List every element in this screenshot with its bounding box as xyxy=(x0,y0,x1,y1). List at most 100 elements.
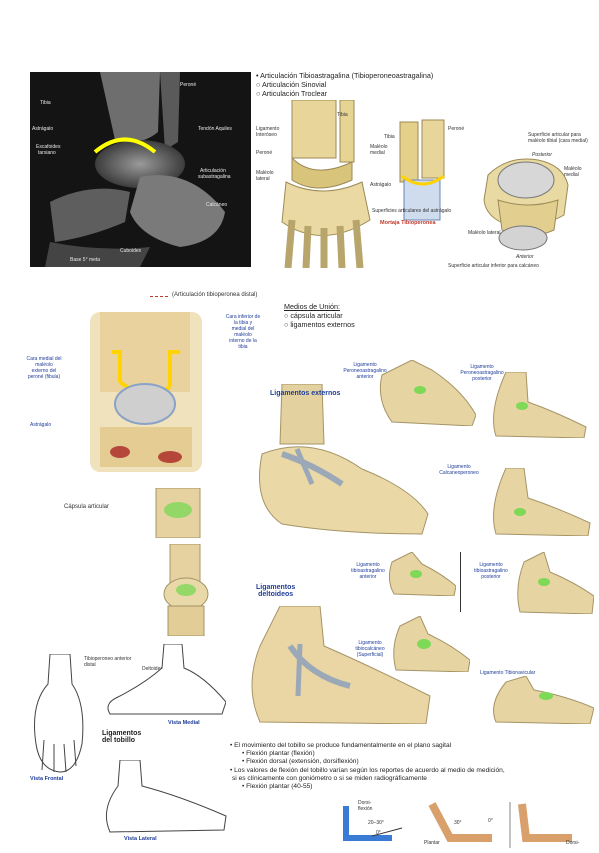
label-cara-medial-2: maléolo xyxy=(35,362,53,368)
vista-medial-illustration xyxy=(107,643,227,715)
mortaja-label-lig-1: Ligamento xyxy=(256,126,280,132)
foot-thumb-3 xyxy=(488,467,592,537)
label-astragalo: Astrágalo xyxy=(30,422,52,428)
vista-frontal-image xyxy=(20,653,90,774)
medios-union: Medios de Unión: ○ cápsula articular ○ l… xyxy=(284,302,355,329)
label-cara-medial-1: Cara medial del xyxy=(26,356,62,362)
s3-bullet-3: • Flexión dorsal (extensión, dorsiflexió… xyxy=(242,758,359,766)
mortaja-label-perone: Peroné xyxy=(256,150,273,156)
foot-thumb-5 xyxy=(514,551,595,615)
angle-zero: 0° xyxy=(376,830,381,836)
divider-line xyxy=(460,552,461,612)
label-cara-inferior-6: tibia xyxy=(238,344,248,350)
lig-perone-post-3: posterior xyxy=(472,376,492,382)
bullet-1: • Articulación Tibioastragalina (Tibiope… xyxy=(256,71,434,80)
lig-tib-ant-2: tibioastragalino xyxy=(351,568,385,574)
s3-bullet-6: • Flexión plantar (40-55) xyxy=(242,783,313,791)
foot-thumb-4-illustration xyxy=(388,551,457,597)
lig-tibnav-label: Ligamento Tibionavicular xyxy=(480,670,536,676)
label-cara-inferior-5: interno de la xyxy=(229,338,257,344)
lig-tibcalc-3: (Superficial) xyxy=(356,652,384,658)
ligamentos-deltoideos-title: Ligamentos deltoideos xyxy=(256,584,295,598)
label-cara-inferior-3: medial del xyxy=(231,326,255,332)
talus-label-sup-2: maléolo tibial (cara medial) xyxy=(528,138,588,144)
angle-zero2: 0° xyxy=(488,818,493,824)
s3-bullet-2: • Flexión plantar (flexión) xyxy=(242,750,315,758)
capsula-illustration xyxy=(155,487,201,539)
section3-bullets: • El movimiento del tobillo se produce f… xyxy=(230,742,590,791)
xray-label-escafoides-1: Escafoides xyxy=(36,144,61,150)
angle-range: 20–30° xyxy=(368,820,384,826)
lig-tib-ant-3: anterior xyxy=(359,574,377,580)
label-cara-medial-3: externo del xyxy=(31,368,57,374)
vista-medial-label: Vista Medial xyxy=(168,720,200,726)
ligamentos-tobillo-2: del tobillo xyxy=(102,737,136,744)
foot-thumb-1-illustration xyxy=(379,359,477,427)
foot-thumb-1 xyxy=(372,359,477,427)
mortaja-label-mmed-2: medial xyxy=(370,150,385,156)
foot-thumb-6 xyxy=(390,615,471,673)
talus-diagram: Superficie articular para maléolo tibial… xyxy=(448,130,596,270)
lig-tib-ant-1: Ligamento xyxy=(356,562,380,568)
s3-bullet-4: • Los valores de flexión del tobillo var… xyxy=(230,766,505,774)
label-cara-inferior-2: la tibia y xyxy=(233,320,253,326)
ankle-front-image xyxy=(160,543,212,637)
medios-item-2: ○ ligamentos externos xyxy=(284,320,355,329)
mortaja-label-perone2: Peroné xyxy=(448,126,465,132)
foot-thumb-4 xyxy=(386,551,457,597)
label-cara-medial-4: peroné (fibula) xyxy=(27,374,61,380)
xray-label-cuboides: Cuboides xyxy=(120,248,142,254)
xray-label-escafoides-2: tarsiano xyxy=(38,150,56,156)
mortaja-label-mmed-1: Maléolo xyxy=(370,144,388,150)
art-label-leader xyxy=(150,296,168,297)
ankle-xray-image: Tibia Peroné Astrágalo Tendón Aquiles Es… xyxy=(30,72,251,267)
coronal-section-image xyxy=(90,312,202,472)
ligamentos-deltoideos-1: Ligamentos xyxy=(256,584,296,591)
foot-thumb-7 xyxy=(486,675,595,725)
art-tibioperonea-label: (Articulación tibioperonea distal) xyxy=(172,292,258,298)
lig-calc-2: Calcaneoperoneo xyxy=(439,470,479,476)
lig-tibcalc-block: Ligamento tibiocalcáneo (Superficial) xyxy=(342,640,398,658)
capsula-label: Cápsula articular xyxy=(64,504,110,510)
lateral-foot-illustration xyxy=(259,383,429,535)
lig-tibcalc-2: tibiocalcáneo xyxy=(355,646,385,652)
capsula-image xyxy=(150,487,206,539)
lig-perone-ant-3: anterior xyxy=(356,374,374,380)
lig-perone-post-block: Ligamento Peroneoastragalino posterior xyxy=(450,364,514,382)
angle-figures-illustration xyxy=(343,802,572,848)
talus-label-posterior: Posterior xyxy=(532,152,553,158)
mortaja-label-mlat-2: lateral xyxy=(256,176,270,182)
foot-thumb-3-illustration xyxy=(493,467,591,537)
angle-flexion: flexión xyxy=(358,806,373,812)
ligamentos-externos-title: Ligamentos externos xyxy=(270,390,341,397)
angle-figures: Dorsi- flexión 20–30° 0° Plantar 30° 0° … xyxy=(332,798,596,848)
ankle-front-illustration xyxy=(163,543,209,637)
lig-tib-ant-block: Ligamento tibioastragalino anterior xyxy=(340,562,396,580)
angle-plantar: Plantar xyxy=(424,840,440,846)
label-cara-inferior-1: Cara inferior de xyxy=(225,314,261,320)
xray-label-base: Base 5° meta xyxy=(70,257,101,263)
label-cara-inferior-block: Cara inferior de la tibia y medial del m… xyxy=(218,314,268,350)
lig-perone-ant-block: Ligamento Peroneoastragalino anterior xyxy=(336,362,394,380)
lig-perone-post-1: Ligamento xyxy=(470,364,494,370)
vista-medial-image xyxy=(104,643,227,718)
label-cara-inferior-4: maléolo xyxy=(234,332,252,338)
mortaja-label-tibia: Tibia xyxy=(337,112,348,118)
mortaja-diagram: Tibia Ligamento Interóseo Peroné Maléolo… xyxy=(252,99,465,269)
lig-perone-ant-2: Peroneoastragalino xyxy=(343,368,387,374)
lig-perone-post-2: Peroneoastragalino xyxy=(460,370,504,376)
xray-label-art-2: subastragalina xyxy=(198,174,231,180)
tibioperoneo-label: Tibioperoneo anterior distal xyxy=(84,656,132,668)
lateral-foot-image xyxy=(242,383,430,536)
vista-lateral-label: Vista Lateral xyxy=(124,836,157,842)
angle-dorsi2: Dorsi- xyxy=(566,840,580,846)
angle-dorsi: Dorsi- xyxy=(358,800,372,806)
foot-thumb-5-illustration xyxy=(517,551,595,615)
s3-bullet-1: • El movimiento del tobillo se produce f… xyxy=(230,742,452,749)
foot-thumb-6-illustration xyxy=(393,615,471,673)
xray-label-calcaneo: Calcáneo xyxy=(206,202,228,208)
mortaja-label-tibia2: Tibia xyxy=(384,134,395,140)
s3-bullet-5: si es clínicamente con goniómetro o si s… xyxy=(232,774,427,782)
medios-item-1: ○ cápsula articular xyxy=(284,311,343,320)
lig-tibcalc-1: Ligamento xyxy=(358,640,382,646)
